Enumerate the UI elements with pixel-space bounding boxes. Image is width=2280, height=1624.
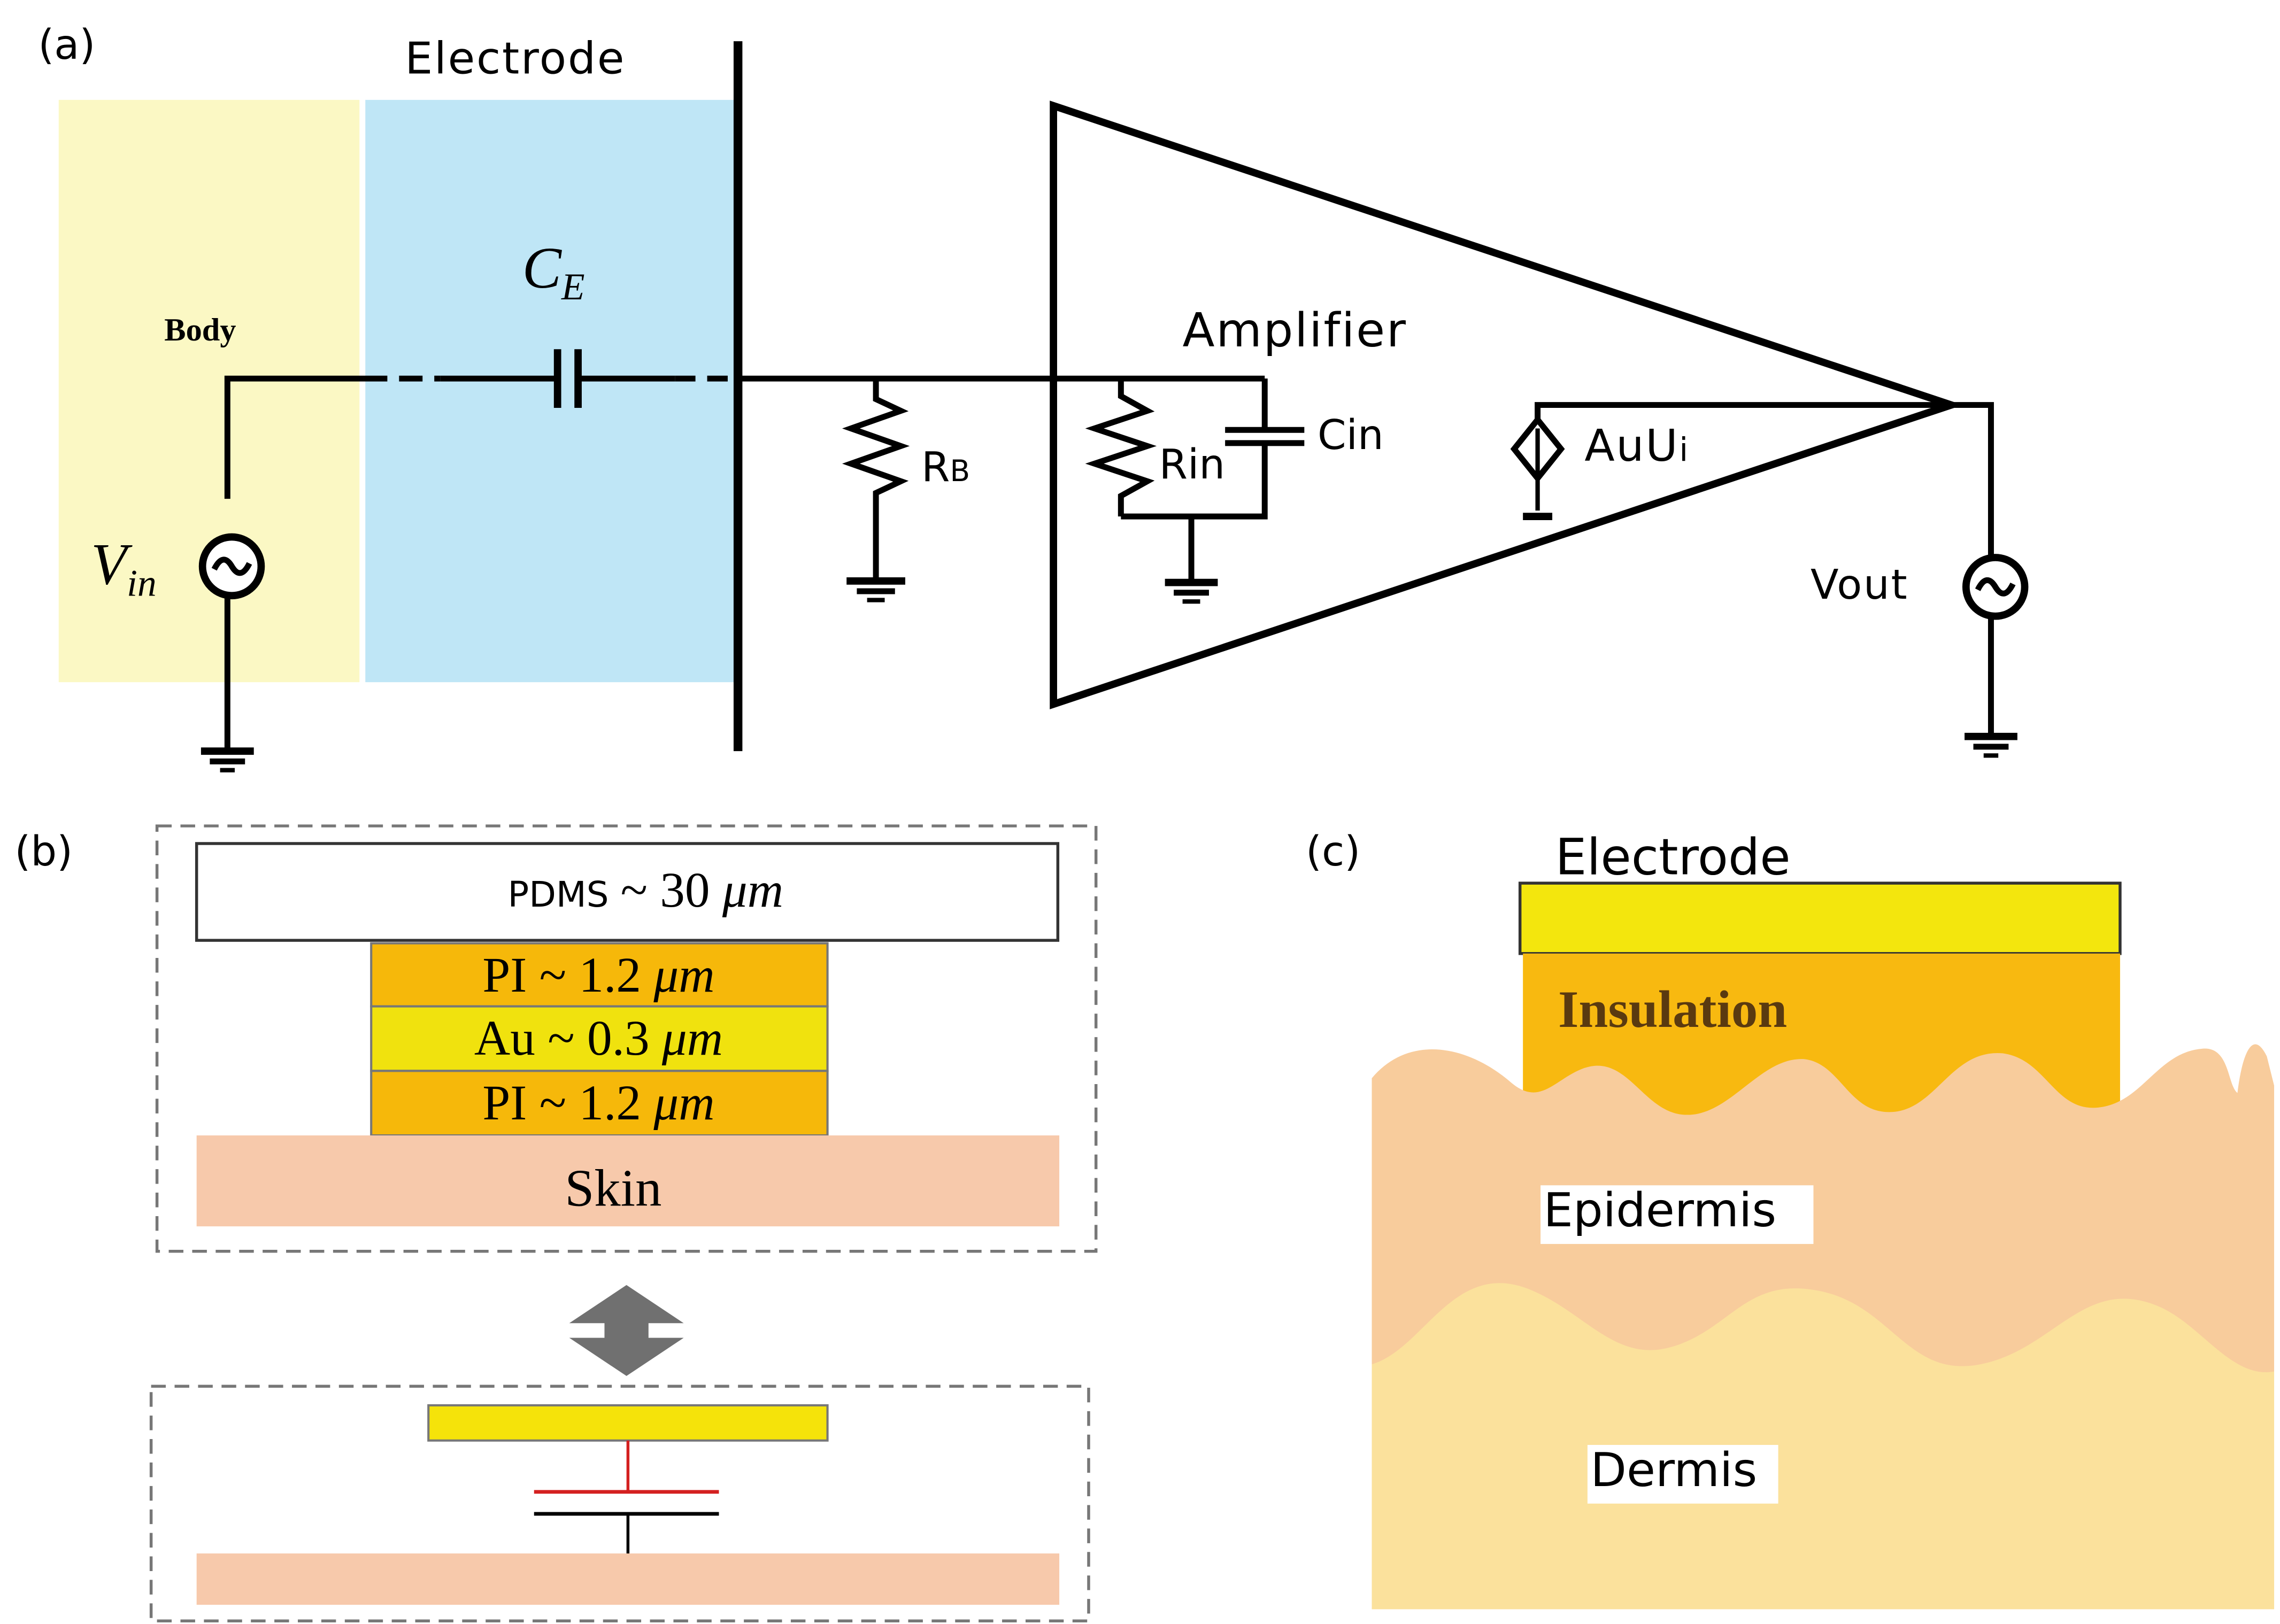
ground-icon <box>201 747 254 772</box>
rin-cin-bottom-wire <box>1121 443 1268 520</box>
pi-bottom-layer-label: PI ~ 1.2 μm <box>482 1076 714 1131</box>
output-wire <box>1951 402 1994 558</box>
panel-c-label: (c) <box>1306 828 1360 876</box>
skin-plate <box>196 1553 1060 1605</box>
panel-c: (c) Electrode Insulation Epidermis Dermi… <box>1306 828 2275 1610</box>
electrode-label-c: Electrode <box>1555 829 1791 887</box>
vin-label: Vin <box>91 531 157 604</box>
rin-label: Rin <box>1159 441 1225 489</box>
pdms-layer <box>195 842 1060 942</box>
panel-a-label: (a) <box>38 21 95 69</box>
vin-sine-icon <box>211 556 252 576</box>
amplifier-triangle-icon <box>1050 100 1963 709</box>
au-layer <box>370 1005 829 1072</box>
rin-resistor-icon <box>1085 378 1157 517</box>
dermis-layer <box>1372 1283 2275 1610</box>
pi-top-layer-label: PI ~ 1.2 μm <box>482 948 714 1003</box>
vout-sine-icon <box>1975 577 2016 597</box>
dermis-label-bg <box>1587 1444 1778 1504</box>
auui-label: AuUi <box>1584 421 1689 471</box>
amplifier-label: Amplifier <box>1183 303 1407 358</box>
panel-b-label: (b) <box>14 828 73 876</box>
body-wire <box>224 375 364 499</box>
rb-label: RB <box>921 444 970 491</box>
panel-a: (a) Electrode Body CE Vin <box>38 21 2029 772</box>
insulation-label: Insulation <box>1558 980 1787 1039</box>
panel-b: (b) PDMS~ 30 μm PI ~ 1.2 μm Au ~ 0.3 μm … <box>14 824 1098 1622</box>
pi-top-layer <box>370 942 829 1008</box>
body-label: Body <box>164 312 236 348</box>
pdms-layer-label: PDMS~ 30 μm <box>508 863 784 918</box>
double-arrow-icon <box>569 1285 684 1376</box>
epidermis-label: Epidermis <box>1544 1183 1777 1238</box>
electrode-layer <box>1518 881 2122 955</box>
ce-label: CE <box>522 235 585 308</box>
auui-wire <box>1535 402 1952 420</box>
electrode-label: Electrode <box>405 33 626 84</box>
layer-stack-frame <box>155 824 1098 1253</box>
skin-label: Skin <box>565 1159 661 1218</box>
electrode-region <box>365 99 735 683</box>
cin-label: Cin <box>1318 412 1384 459</box>
skin-layer <box>196 1135 1060 1227</box>
au-layer-label: Au ~ 0.3 μm <box>474 1011 723 1066</box>
dermis-label: Dermis <box>1590 1443 1757 1497</box>
rb-resistor-icon <box>842 378 910 602</box>
epidermis-label-bg <box>1540 1185 1814 1244</box>
electrode-plate <box>427 1404 829 1442</box>
vout-label: Vout <box>1811 561 1908 609</box>
ground-icon <box>1165 578 1218 604</box>
ground-icon <box>1965 732 2017 758</box>
